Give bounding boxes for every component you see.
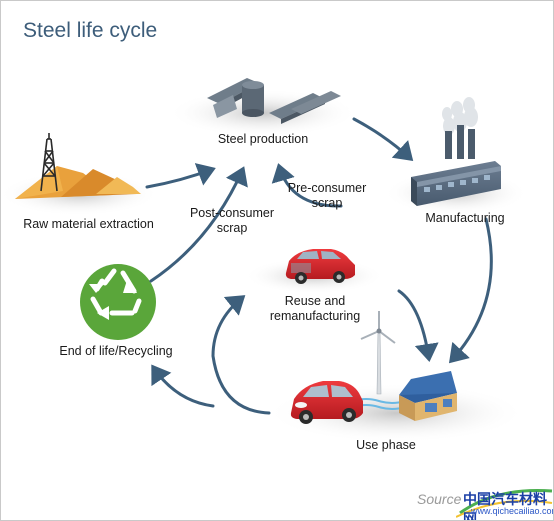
reuse-car-icon [285,249,355,284]
raw-material-icon [15,133,141,199]
post-consumer-line-2: scrap [216,221,248,235]
use-phase-label: Use phase [356,438,416,452]
raw-material-label: Raw material extraction [23,217,154,231]
recycle-icon [80,264,156,340]
factory-icon [411,97,501,206]
arrow-reuse-to-use [397,289,439,362]
arrow-raw-to-steel [145,163,216,189]
pre-consumer-label: Pre-consumer scrap [277,181,377,211]
watermark-text: 中国汽车材料网 [463,491,547,521]
wind-turbine-icon [360,311,396,395]
reuse-line-1: Reuse and [284,294,346,308]
arrow-use-to-reuse [211,295,271,415]
watermark-url: www.qichecailiao.com [471,506,554,516]
arrow-steel-to-manufacturing [352,117,414,162]
diagram-title: Steel life cycle [23,19,158,42]
reuse-label: Reuse and remanufacturing [255,294,375,324]
watermark-swoosh [456,489,553,518]
post-consumer-label: Post-consumer scrap [177,206,287,236]
post-consumer-line-1: Post-consumer [189,206,275,220]
steel-production-label: Steel production [217,132,309,146]
pre-consumer-line-1: Pre-consumer [287,181,367,195]
source-text: Source [417,491,462,507]
arrow-use-to-recycling [151,364,215,408]
arrow-prescrap-to-steel [271,163,343,208]
arrow-manufacturing-to-use [448,217,493,364]
end-of-life-label: End of life/Recycling [59,344,173,358]
reuse-line-2: remanufacturing [269,309,361,323]
car-icon [290,381,363,424]
steel-production-icon [207,78,341,124]
house-icon [399,371,457,421]
arrow-postscrap-to-steel [149,166,248,283]
pre-consumer-line-2: scrap [311,196,343,210]
manufacturing-label: Manufacturing [425,211,505,225]
